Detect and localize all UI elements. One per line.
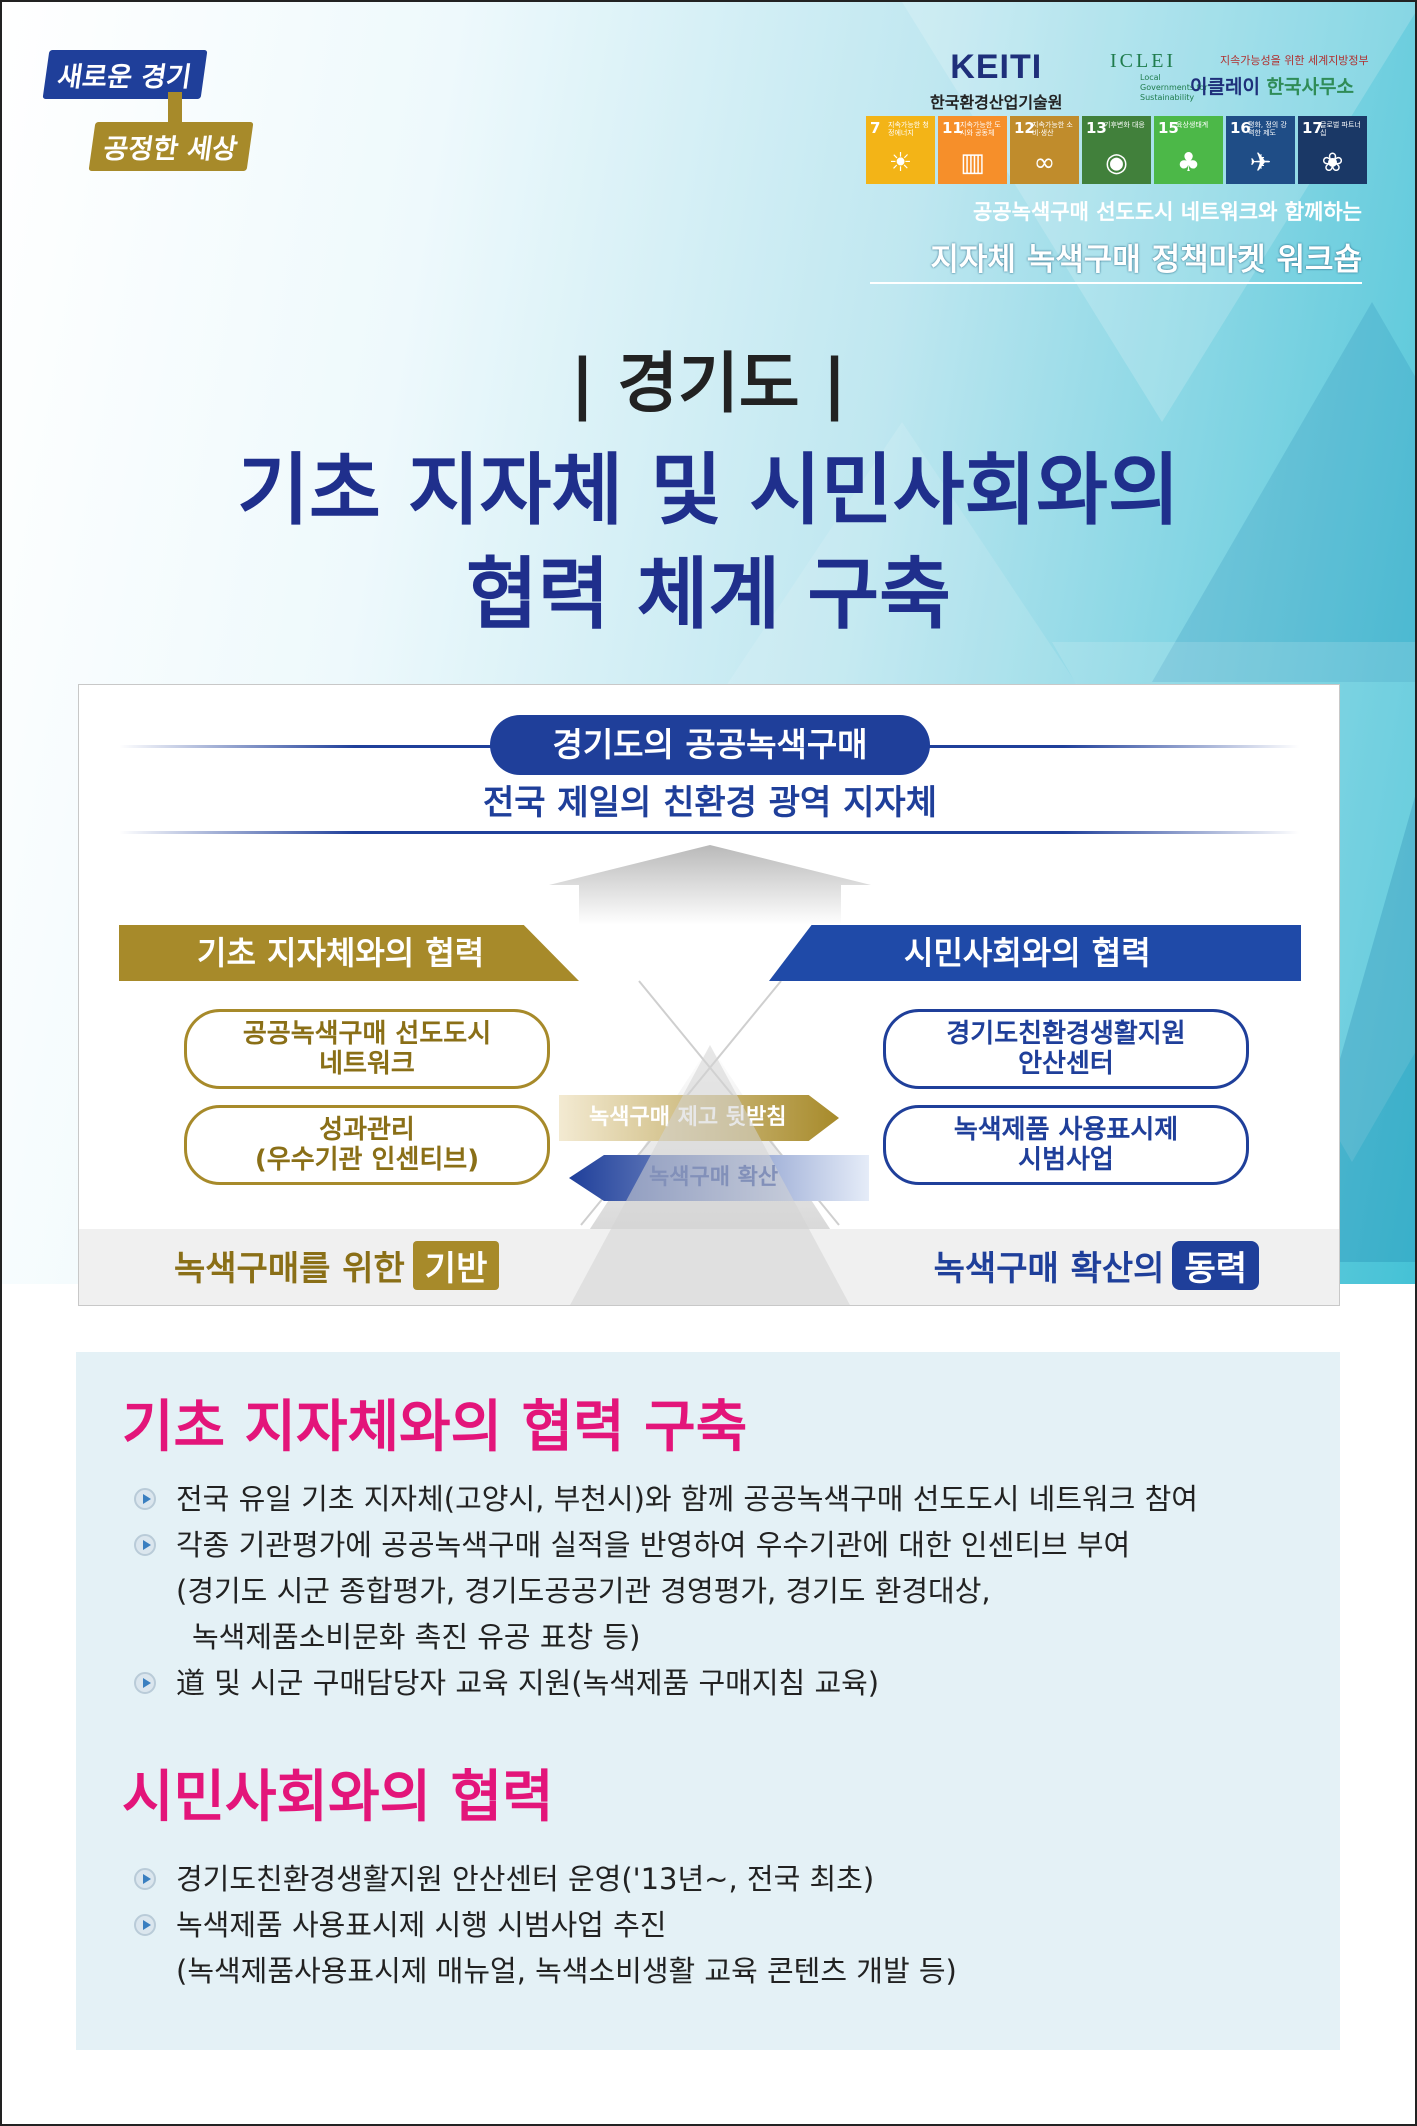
sdg-number: 11 (942, 119, 963, 137)
iclei-logo: ICLEI Local Governments for Sustainabili… (1110, 50, 1369, 103)
bullet-arrow-icon (134, 1914, 156, 1936)
dove-icon: ✈ (1249, 148, 1272, 178)
performance-box-line2: (우수기관 인센티브) (254, 1145, 480, 1175)
network-box-line1: 공공녹색구매 선도도시 (242, 1019, 492, 1049)
keiti-mark: KEITI (950, 48, 1043, 86)
sdg-label: 평화, 정의 강력한 제도 (1248, 121, 1287, 137)
bullet-continuation: (녹색제품사용표시제 매뉴얼, 녹색소비생활 교육 콘텐츠 개발 등) (176, 1954, 957, 1988)
base-left-text: 녹색구매를 위한 (174, 1249, 405, 1289)
iclei-korean-name: 이클레이 한국사무소 (1190, 72, 1354, 99)
section2-bullets: 경기도친환경생활지원 안산센터 운영('13년~, 전국 최초) 녹색제품 사용… (134, 1856, 1324, 1994)
section2-title: 시민사회와의 협력 (122, 1765, 554, 1830)
sdg-number: 12 (1014, 119, 1035, 137)
diagram-rule-bottom (119, 831, 1299, 834)
rings-icon: ❀ (1321, 148, 1344, 178)
diagram-subtitle: 전국 제일의 친환경 광역 지자체 (483, 783, 937, 823)
sdg-label: 지속가능한 소비·생산 (1032, 121, 1073, 137)
performance-box-line1: 성과관리 (319, 1115, 415, 1145)
main-title-line2: 협력 체계 구축 (466, 550, 951, 640)
list-item: 경기도친환경생활지원 안산센터 운영('13년~, 전국 최초) (134, 1856, 1324, 1902)
base-right-text: 녹색구매 확산의 (933, 1249, 1165, 1289)
bullet-arrow-icon (134, 1488, 156, 1510)
tagline-divider (870, 282, 1362, 284)
content-panel: 기초 지자체와의 협력 구축 전국 유일 기초 지자체(고양시, 부천시)와 함… (76, 1352, 1340, 2050)
tree-icon: ♣ (1176, 148, 1201, 178)
slogan-connector (168, 92, 182, 124)
sdg-label: 기후변화 대응 (1104, 121, 1145, 129)
iclei-small-text: 지속가능성을 위한 세계지방정부 (1220, 54, 1369, 67)
performance-box: 성과관리(우수기관 인센티브) (184, 1105, 550, 1185)
sdg-label: 지속가능한 청정에너지 (888, 121, 929, 137)
ansan-center-line2: 안산센터 (1018, 1049, 1114, 1079)
section1-title: 기초 지자체와의 협력 구축 (122, 1395, 748, 1460)
list-item: 각종 기관평가에 공공녹색구매 실적을 반영하여 우수기관에 대한 인센티브 부… (134, 1522, 1324, 1568)
bullet-arrow-icon (134, 1534, 156, 1556)
sdg-number: 15 (1158, 119, 1179, 137)
keiti-logo: KEITI 한국환경산업기술원 (930, 48, 1062, 113)
main-title-line1: 기초 지자체 및 시민사회와의 (237, 446, 1180, 536)
list-item: 道 및 시군 구매담당자 교육 지원(녹색제품 구매지침 교육) (134, 1660, 1324, 1706)
iclei-subtitle: Local Governments for Sustainability (1140, 73, 1208, 102)
section1-bullets: 전국 유일 기초 지자체(고양시, 부천시)와 함께 공공녹색구매 선도도시 네… (134, 1476, 1324, 1706)
base-right-tag: 동력 (1172, 1241, 1259, 1290)
city-icon: ▥ (960, 148, 985, 178)
bullet-continuation: 녹색제품소비문화 촉진 유공 표창 등) (192, 1620, 641, 1654)
network-box-line2: 네트워크 (319, 1049, 415, 1079)
bullet-arrow-icon (134, 1672, 156, 1694)
list-item: 전국 유일 기초 지자체(고양시, 부천시)와 함께 공공녹색구매 선도도시 네… (134, 1476, 1324, 1522)
bullet-arrow-icon (134, 1868, 156, 1890)
iclei-kor-a: 이클레이 (1190, 76, 1260, 98)
bullet-text: 경기도친환경생활지원 안산센터 운영('13년~, 전국 최초) (176, 1862, 875, 1896)
eye-earth-icon: ◉ (1105, 148, 1128, 178)
keiti-name: 한국환경산업기술원 (930, 93, 1063, 112)
bullet-text: 각종 기관평가에 공공녹색구매 실적을 반영하여 우수기관에 대한 인센티브 부… (176, 1528, 1131, 1562)
tagline-title: 지자체 녹색구매 정책마켓 워크숍 (930, 242, 1362, 278)
cooperation-diagram: 경기도의 공공녹색구매 전국 제일의 친환경 광역 지자체 기초 지자체와의 협… (78, 684, 1340, 1306)
sun-icon: ☀ (888, 148, 913, 178)
civil-society-heading: 시민사회와의 협력 (769, 925, 1301, 981)
bullet-text: 전국 유일 기초 지자체(고양시, 부천시)와 함께 공공녹색구매 선도도시 네… (176, 1482, 1198, 1516)
sdg-number: 7 (870, 119, 881, 137)
iclei-mark: ICLEI (1110, 50, 1177, 72)
tagline-subtitle: 공공녹색구매 선도도시 네트워크와 함께하는 (972, 200, 1362, 224)
iclei-kor-b: 한국사무소 (1266, 76, 1354, 98)
bullet-continuation: (경기도 시군 종합평가, 경기도공공기관 경영평가, 경기도 환경대상, (176, 1574, 991, 1608)
region-title: | 경기도 | (570, 345, 847, 422)
bullet-text: 녹색제품 사용표시제 시행 시범사업 추진 (176, 1908, 667, 1942)
sdg-number: 16 (1230, 119, 1251, 137)
bullet-text: 道 및 시군 구매담당자 교육 지원(녹색제품 구매지침 교육) (176, 1666, 880, 1700)
local-gov-heading: 기초 지자체와의 협력 (119, 925, 579, 981)
sdg-label: 육상생태계 (1176, 121, 1209, 129)
sdg-tile: 7 지속가능한 청정에너지 ☀ (866, 116, 935, 184)
list-item: 녹색제품 사용표시제 시행 시범사업 추진 (134, 1902, 1324, 1948)
sdg-label: 지속가능한 도시와 공동체 (960, 121, 1001, 137)
infinity-icon: ∞ (1033, 148, 1056, 178)
ansan-center-line1: 경기도친환경생활지원 (946, 1019, 1186, 1049)
sdg-number: 13 (1086, 119, 1107, 137)
up-arrow-shape (549, 845, 871, 925)
base-left-tag: 기반 (412, 1241, 500, 1290)
diagram-pill-title: 경기도의 공공녹색구매 (490, 715, 930, 775)
pilot-project-line2: 시범사업 (1018, 1145, 1114, 1175)
pilot-project-line1: 녹색제품 사용표시제 (953, 1115, 1179, 1145)
sdg-number: 17 (1302, 119, 1323, 137)
sdg-label: 글로벌 파트너십 (1320, 121, 1361, 137)
